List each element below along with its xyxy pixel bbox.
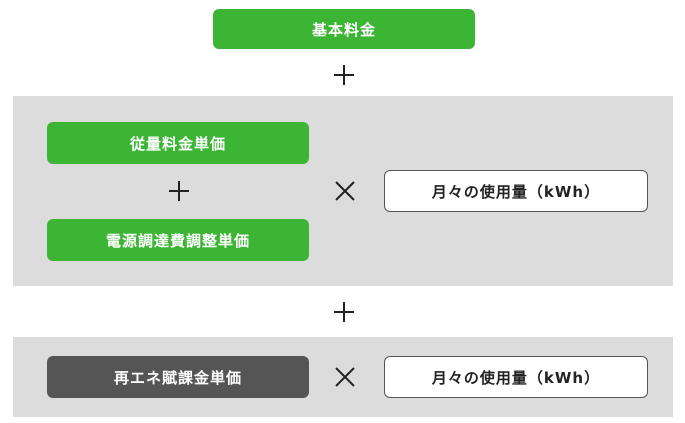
plus-icon: [164, 176, 194, 206]
base-fee-box: 基本料金: [213, 9, 475, 49]
multiply-icon: [330, 362, 360, 392]
plus-icon: [329, 297, 359, 327]
usage-unit-price-label: 従量料金単価: [129, 134, 226, 153]
monthly-usage-label: 月々の使用量（kWh）: [431, 368, 601, 387]
monthly-usage-box: 月々の使用量（kWh）: [384, 170, 648, 212]
fuel-adjustment-unit-price-box: 電源調達費調整単価: [47, 219, 309, 261]
monthly-usage-box: 月々の使用量（kWh）: [384, 356, 648, 398]
fuel-adjustment-unit-price-label: 電源調達費調整単価: [105, 231, 250, 250]
base-fee-label: 基本料金: [311, 20, 376, 39]
renewable-levy-unit-price-label: 再エネ賦課金単価: [113, 368, 242, 387]
usage-unit-price-box: 従量料金単価: [47, 122, 309, 164]
plus-icon: [329, 60, 359, 90]
monthly-usage-label: 月々の使用量（kWh）: [431, 182, 601, 201]
multiply-icon: [330, 176, 360, 206]
renewable-levy-unit-price-box: 再エネ賦課金単価: [47, 356, 309, 398]
